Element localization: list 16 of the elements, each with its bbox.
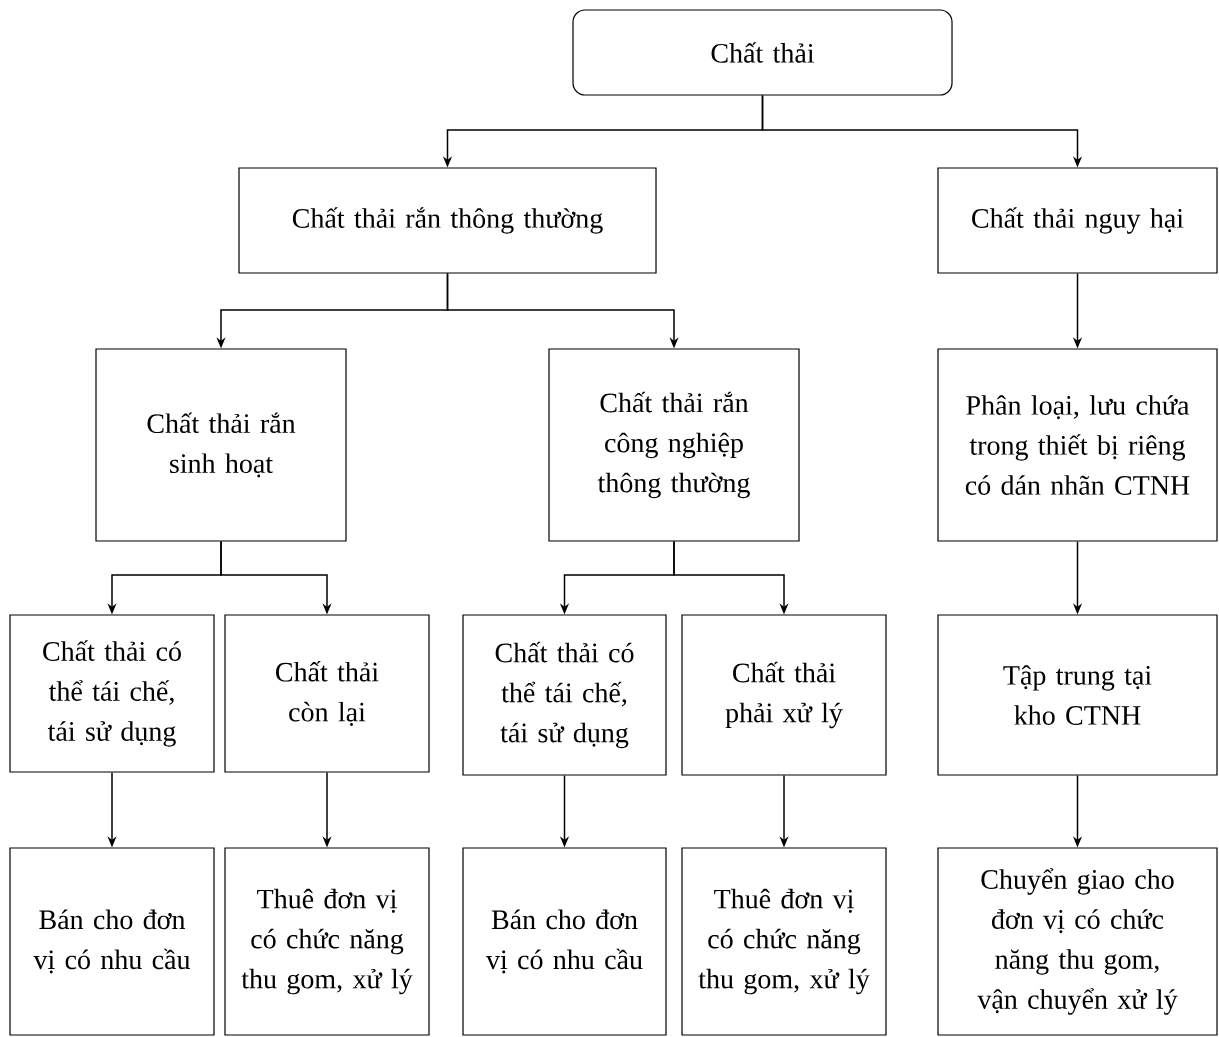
process-box: Chất thải rắn thông thường	[238, 167, 657, 274]
process-box: Chất thải có thể tái chế, tái sử dụng	[9, 614, 215, 773]
process-box: Bán cho đơn vị có nhu cầu	[462, 847, 667, 1036]
process-box: Chuyển giao cho đơn vị có chức năng thu gom, vận chuyển xử lý	[937, 847, 1218, 1036]
process-box: Thuê đơn vị có chức năng thu gom, xử lý	[681, 847, 887, 1036]
process-box: Chất thải có thể tái chế, tái sử dụng	[462, 614, 667, 776]
process-box: Tập trung tại kho CTNH	[937, 614, 1218, 776]
process-box: Chất thải nguy hại	[937, 167, 1218, 274]
process-box: Chất thải rắn công nghiệp thông thường	[548, 348, 800, 542]
process-box: Chất thải phải xử lý	[681, 614, 887, 776]
process-box: Bán cho đơn vị có nhu cầu	[9, 847, 215, 1036]
process-box: Chất thải còn lại	[224, 614, 430, 773]
process-box: Thuê đơn vị có chức năng thu gom, xử lý	[224, 847, 430, 1036]
process-box: Chất thải rắn sinh hoạt	[95, 348, 347, 542]
rounded-box: Chất thải	[572, 9, 953, 96]
process-box: Phân loại, lưu chứa trong thiết bị riêng có dán nhãn CTNH	[937, 348, 1218, 542]
